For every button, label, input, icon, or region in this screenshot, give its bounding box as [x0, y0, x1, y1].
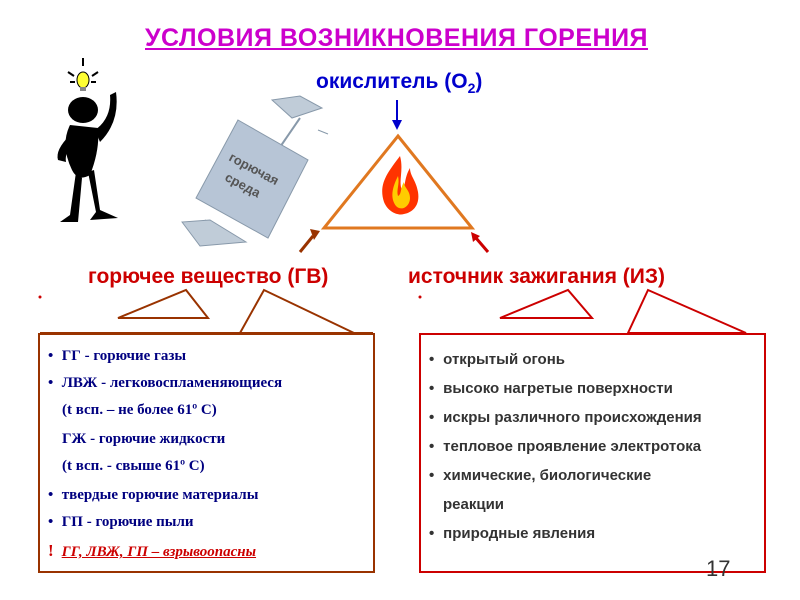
decor-dot [38, 295, 42, 299]
list-item: • ГГ - горючие газы [48, 348, 187, 364]
slide-title: УСЛОВИЯ ВОЗНИКНОВЕНИЯ ГОРЕНИЯ [145, 24, 649, 52]
warning-icon: ! [48, 541, 54, 560]
page-number: 17 [706, 556, 731, 581]
oxidizer-arrow [392, 100, 402, 130]
ignition-arrow [471, 232, 490, 253]
list-item: • открытый огонь [429, 351, 565, 368]
ignition-sources-box: • открытый огонь • высоко нагретые повер… [419, 333, 766, 573]
fuel-arrow [298, 229, 320, 253]
thinking-person-icon [57, 58, 118, 222]
list-item: • химические, биологические [429, 467, 652, 484]
list-item: ГЖ - горючие жидкости [62, 431, 226, 447]
list-item: • ЛВЖ - легковоспламеняющиеся [48, 375, 283, 391]
oxidizer-label: окислитель (О2) [316, 70, 483, 97]
combustible-medium-shape [181, 95, 329, 247]
right-callout-pointer [499, 288, 747, 334]
fuel-types-box: • ГГ - горючие газы • ЛВЖ - легковосплам… [38, 333, 375, 573]
list-item: • искры различного происхождения [429, 409, 702, 426]
flame-icon [382, 156, 419, 215]
list-item: • высоко нагретые поверхности [429, 380, 673, 397]
list-item: • твердые горючие материалы [48, 487, 259, 503]
list-item: • ГП - горючие пыли [48, 514, 194, 530]
decor-dot [418, 295, 422, 299]
list-item: • тепловое проявление электротока [429, 438, 702, 455]
fuel-label: горючее вещество (ГВ) [88, 265, 329, 288]
left-callout-pointer [40, 288, 373, 334]
list-item: • природные явления [429, 525, 596, 542]
list-item: (t всп. – не более 61º С) [62, 402, 217, 418]
explosion-warning: !ГГ, ЛВЖ, ГП – взрывоопасны [48, 541, 257, 560]
list-item: реакции [443, 496, 505, 513]
list-item: (t всп. - свыше 61º С) [62, 458, 205, 474]
ignition-label: источник зажигания (ИЗ) [408, 265, 666, 288]
